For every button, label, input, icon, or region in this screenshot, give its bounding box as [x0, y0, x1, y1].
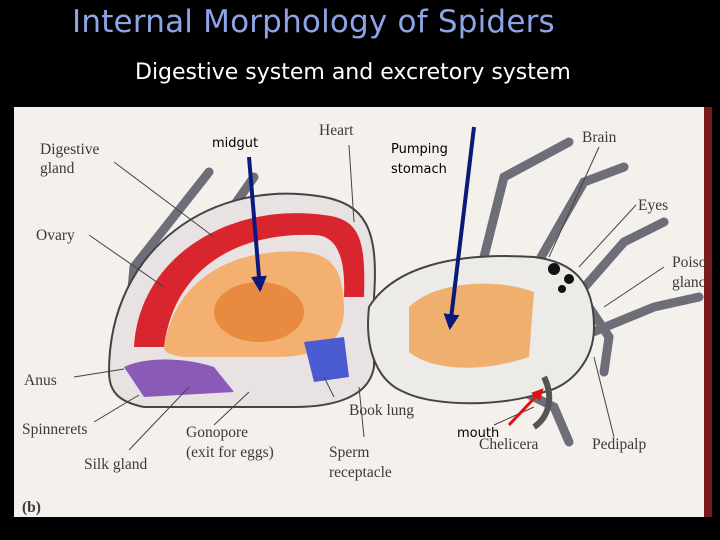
- label-sperm-receptacle: Sperm: [329, 444, 369, 461]
- label-chelicera: Chelicera: [479, 436, 539, 453]
- annotation-mouth: mouth: [457, 426, 499, 441]
- pumping-stomach-shape: [409, 283, 534, 368]
- book-lung-shape: [304, 337, 349, 382]
- annotation-pumping-stomach: Pumping: [391, 142, 448, 157]
- slide-subtitle: Digestive system and excretory system: [135, 60, 571, 85]
- digestive-red-band: [134, 213, 365, 347]
- label-gonopore-2: (exit for eggs): [186, 444, 274, 461]
- label-spinnerets: Spinnerets: [22, 421, 87, 438]
- label-book-lung: Book lung: [349, 402, 414, 419]
- label-poison-gland-2: glanc: [672, 274, 706, 291]
- eye-dot: [548, 263, 560, 275]
- label-poison-gland: Poiso: [672, 254, 707, 271]
- eye-dot: [564, 274, 574, 284]
- midgut-arrow: [247, 156, 267, 293]
- label-sperm-receptacle-2: receptacle: [329, 464, 392, 481]
- panel-label: (b): [22, 499, 41, 516]
- label-ovary: Ovary: [36, 227, 75, 244]
- annotation-pumping-stomach-2: stomach: [391, 162, 447, 177]
- annotation-midgut: midgut: [212, 136, 258, 151]
- ovary-shape: [214, 282, 304, 342]
- figure-right-edge: [704, 107, 712, 517]
- leader-lines: [73, 144, 665, 451]
- label-eyes: Eyes: [638, 197, 668, 214]
- label-gonopore: Gonopore: [186, 424, 248, 441]
- eye-dot: [558, 285, 566, 293]
- chelicera-shape: [532, 375, 553, 430]
- silk-gland-shape: [124, 359, 234, 397]
- pumping-stomach-arrow: [443, 126, 476, 331]
- spider-anatomy-figure: Digestive gland Ovary Anus Spinnerets Si…: [14, 107, 712, 517]
- label-silk-gland: Silk gland: [84, 456, 148, 473]
- slide-title: Internal Morphology of Spiders: [72, 4, 555, 40]
- label-digestive-gland: Digestive: [40, 141, 100, 158]
- mouth-arrow: [507, 388, 544, 427]
- label-digestive-gland-2: gland: [40, 160, 75, 177]
- label-anus: Anus: [24, 372, 57, 389]
- label-heart: Heart: [319, 122, 354, 139]
- label-brain: Brain: [582, 129, 617, 146]
- label-pedipalp: Pedipalp: [592, 436, 646, 453]
